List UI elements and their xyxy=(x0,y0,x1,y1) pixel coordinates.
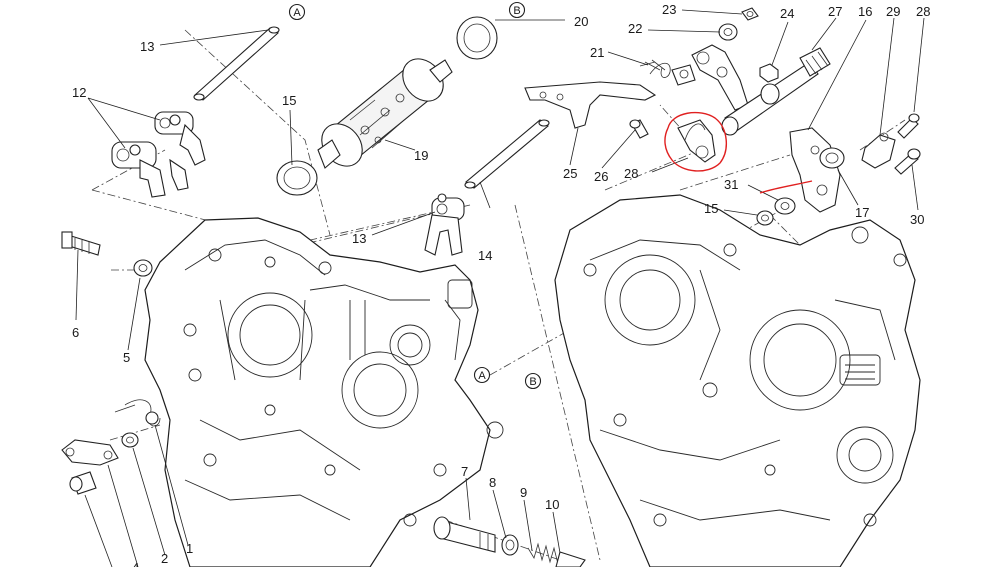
shift-fork-12 xyxy=(424,193,465,256)
nut-23 xyxy=(759,63,779,83)
fork-shaft-upper xyxy=(193,26,280,101)
label-part-13-lower: 14 xyxy=(478,248,492,263)
spring-9 xyxy=(527,542,559,565)
label-part-30: 30 xyxy=(910,212,924,227)
label-part-4: 4 xyxy=(132,560,139,567)
svg-text:B: B xyxy=(513,5,520,17)
label-part-29: 29 xyxy=(886,4,900,19)
label-part-5: 5 xyxy=(123,350,130,365)
neutral-sensor-6 xyxy=(61,231,101,256)
label-part-28: 28 xyxy=(916,4,930,19)
label-part-27: 28 xyxy=(624,166,638,181)
spring-1 xyxy=(114,399,161,427)
label-part-9: 9 xyxy=(520,485,527,500)
gear-shift-shaft-26 xyxy=(721,47,831,136)
screw-28 xyxy=(897,113,920,139)
shift-fork-11a xyxy=(154,111,206,166)
bracket-4 xyxy=(61,439,119,466)
washer-21 xyxy=(718,23,738,41)
red-circle-annotation xyxy=(664,111,727,172)
reference-marker-b-mid: B xyxy=(524,372,542,390)
label-part-14: 15 xyxy=(282,93,296,108)
label-part-6: 6 xyxy=(72,325,79,340)
screw-30 xyxy=(894,148,921,175)
label-part-7: 7 xyxy=(461,464,468,479)
selector-drum-18 xyxy=(317,58,453,169)
label-part-23: 24 xyxy=(780,6,794,21)
label-part-13-upper: 13 xyxy=(140,39,154,54)
label-part-16: 16 xyxy=(858,4,872,19)
plunger-10 xyxy=(555,551,586,567)
label-part-17: 17 xyxy=(855,205,869,220)
label-part-2: 2 xyxy=(161,551,168,566)
label-part-21: 22 xyxy=(628,21,642,36)
label-part-24: 25 xyxy=(563,166,577,181)
reference-marker-a-top: A xyxy=(288,3,306,21)
label-part-19: 20 xyxy=(574,14,588,29)
pawl-spring-27 xyxy=(677,119,716,163)
label-part-26: 27 xyxy=(828,4,842,19)
pawl-lever xyxy=(671,44,749,111)
leader-lines xyxy=(75,9,925,567)
spring-20 xyxy=(639,59,671,78)
washer-8 xyxy=(501,534,519,556)
label-part-1: 1 xyxy=(186,541,193,556)
plate-29 xyxy=(861,132,896,169)
svg-text:B: B xyxy=(529,376,536,388)
label-part-12: 13 xyxy=(352,231,366,246)
label-part-15: 15 xyxy=(704,201,718,216)
svg-text:A: A xyxy=(478,370,486,382)
washer-5 xyxy=(133,259,153,277)
circlip-22 xyxy=(741,7,759,21)
svg-text:A: A xyxy=(293,7,301,19)
reference-marker-b-top: B xyxy=(508,1,526,19)
reference-marker-a-mid: A xyxy=(473,366,491,384)
label-part-10: 10 xyxy=(545,497,559,512)
washer-2 xyxy=(121,432,139,448)
left-crankcase-half xyxy=(144,217,504,567)
label-part-18: 19 xyxy=(414,148,428,163)
right-crankcase-half xyxy=(554,194,921,567)
red-underline-annotation xyxy=(759,180,813,194)
shim-ring-14 xyxy=(276,160,318,196)
label-part-31: 31 xyxy=(724,177,738,192)
selector-plate-24 xyxy=(524,81,657,129)
label-part-20: 21 xyxy=(590,45,604,60)
screw-25 xyxy=(629,119,649,139)
part-number-labels: 13 12 15 19 20 14 13 6 5 21 22 23 24 27 … xyxy=(72,2,930,567)
bolt-3 xyxy=(69,471,97,495)
plug-7 xyxy=(433,516,496,553)
fork-shaft-lower xyxy=(464,119,550,189)
red-annotations xyxy=(664,111,813,194)
washer-31 xyxy=(774,197,796,215)
selector-bracket-16 xyxy=(789,127,841,213)
label-part-25: 26 xyxy=(594,169,608,184)
label-part-8: 8 xyxy=(489,475,496,490)
shift-fork-11b xyxy=(111,141,189,198)
label-part-22: 23 xyxy=(662,2,676,17)
washer-15 xyxy=(756,210,774,226)
shim-17 xyxy=(819,147,845,169)
shim-ring-19 xyxy=(456,16,498,60)
label-part-11: 12 xyxy=(72,85,86,100)
